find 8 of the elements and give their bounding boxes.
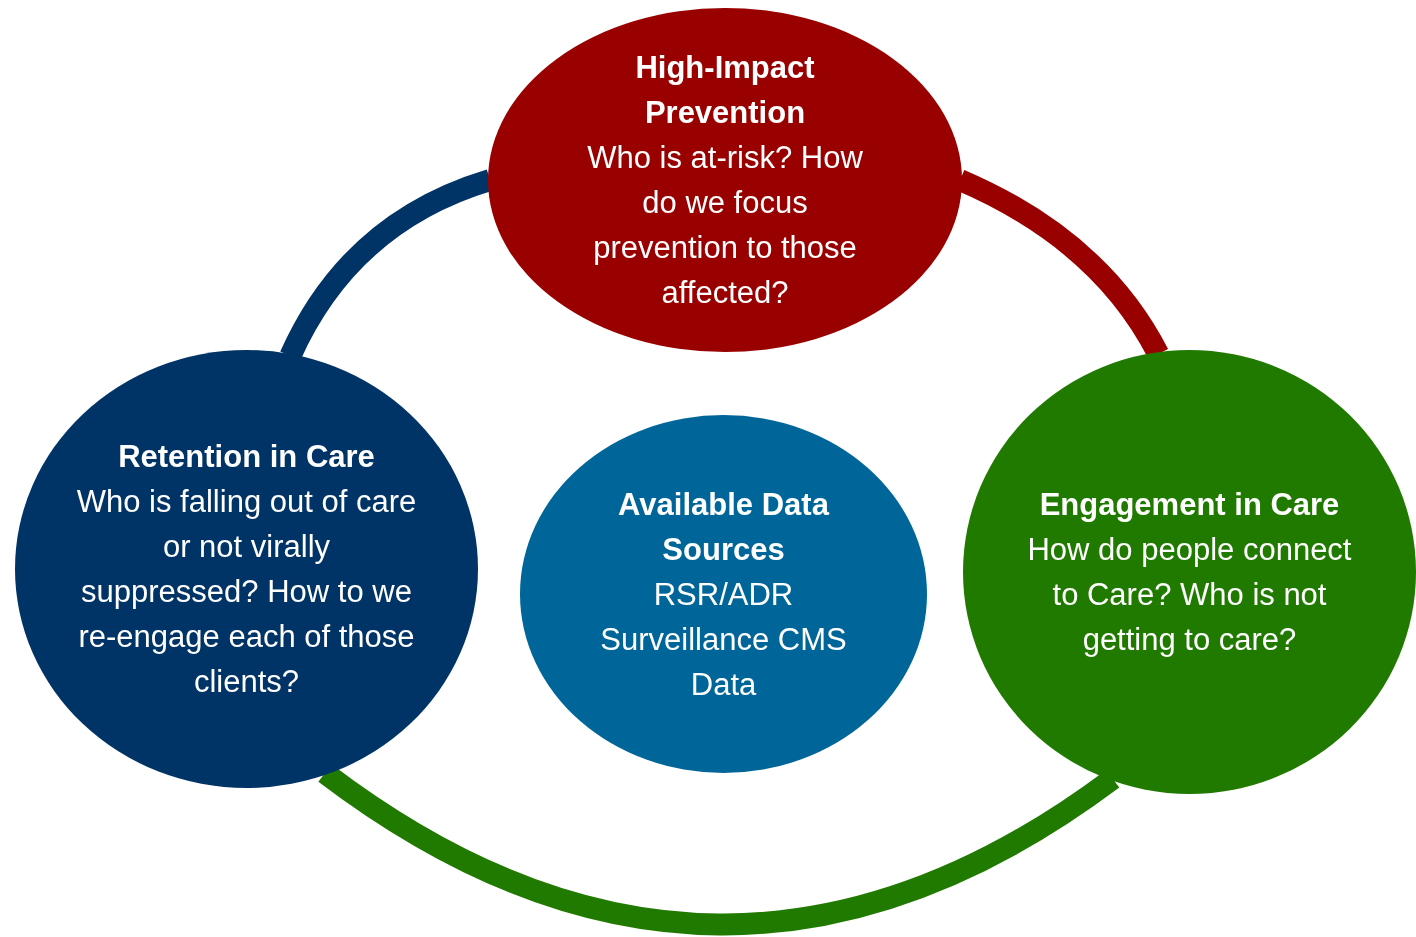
node-text: Who is at-risk? How do we focus prevention to those affected?	[586, 139, 864, 312]
node-title: High-Impact Prevention	[634, 49, 816, 132]
node-title: Engagement in Care	[1039, 486, 1340, 524]
node-title: Available Data Sources	[617, 485, 831, 569]
node-text: Who is falling out of care or not virally suppressed? How to we re-engage each of those clients?	[75, 483, 418, 701]
node-title: Retention in Care	[118, 438, 375, 476]
node-text: How do people connect to Care? Who is not getting to care?	[1026, 531, 1353, 659]
node-text: RSR/ADR Surveillance CMS Data	[600, 575, 847, 704]
